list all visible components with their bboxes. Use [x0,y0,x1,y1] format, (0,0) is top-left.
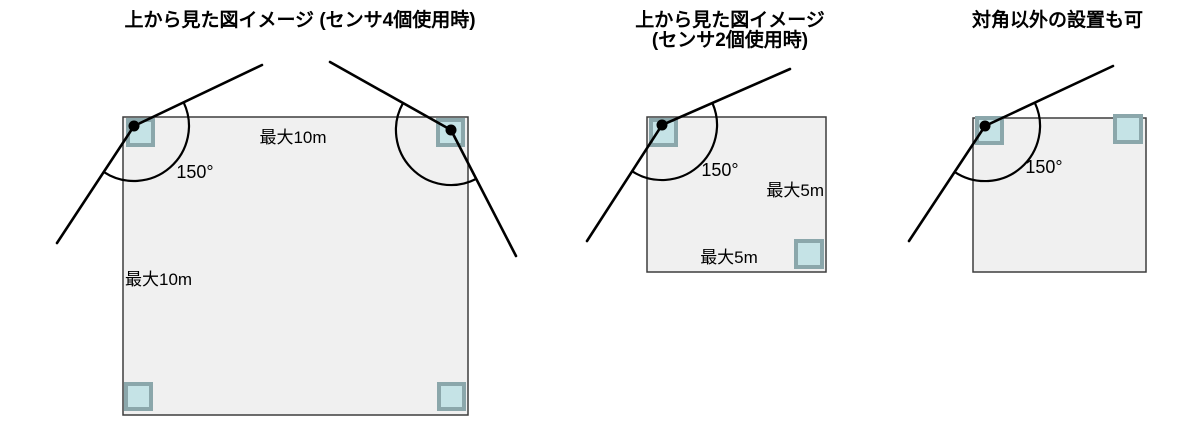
sensor-dot-top-left [128,120,140,132]
angle-arc-top-left [631,102,719,182]
title-four-sensor-view: 上から見た図イメージ (センサ4個使用時) [124,10,476,31]
sensor-dot-top-left [656,119,668,131]
title-non-diagonal-placement: 対角以外の設置も可 [971,10,1143,31]
sensor-square-top-left [649,118,678,147]
max-distance-label-right: 最大5m [766,181,824,200]
sensor-square-top-right [1113,114,1143,144]
max-distance-label-top: 最大10m [259,128,326,147]
diagram-four-sensor: 150° 最大10m 最大10m [55,60,518,416]
sensor-square-bottom-left [124,382,153,411]
angle-arc-top-left [953,102,1042,183]
title-two-sensor-line2: (センサ2個使用時) [651,30,809,51]
diagram-two-sensor: 150° 最大5m 最大5m [585,67,827,273]
sensor-dot-top-right [445,124,457,136]
angle-label: 150° [176,162,213,182]
max-distance-label-left: 最大10m [125,270,192,289]
angle-label: 150° [701,160,738,180]
angle-arc-top-left [103,101,191,183]
title-two-sensor-line1: 上から見た図イメージ [635,10,825,31]
diagram-non-diagonal: 150° [907,64,1147,273]
sensor-dot-top-left [979,120,991,132]
angle-label: 150° [1025,157,1062,177]
title-two-sensor-view: 上から見た図イメージ (センサ2個使用時) [615,11,845,51]
angle-arc-top-right [394,102,477,187]
max-distance-label-bottom: 最大5m [700,248,758,267]
sensor-square-bottom-right [437,382,466,411]
sensor-square-bottom-right [794,239,824,269]
